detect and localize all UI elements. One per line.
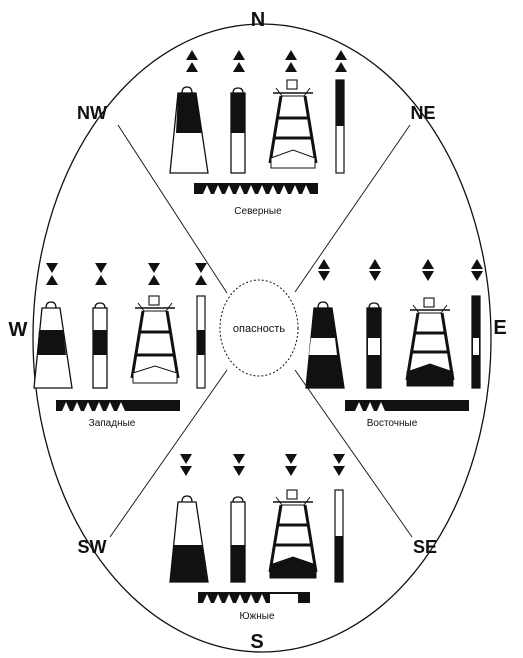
west-topmark-icon xyxy=(195,263,207,285)
danger-label: опасность xyxy=(233,323,285,335)
north-spar-buoy-icon xyxy=(230,87,246,174)
compass-sw: SW xyxy=(78,537,107,557)
south-topmark-icon xyxy=(233,454,245,476)
north-topmark-icon xyxy=(186,50,198,72)
east-label: Восточные xyxy=(367,418,418,429)
east-pole-icon xyxy=(471,295,481,389)
west-light-rhythm xyxy=(56,400,180,411)
east-topmark-icon xyxy=(471,259,483,281)
east-topmark-icon xyxy=(318,259,330,281)
compass-se: SE xyxy=(413,537,437,557)
west-spar-buoy-icon xyxy=(92,302,108,389)
west-topmark-icon xyxy=(148,263,160,285)
divider-ne xyxy=(294,124,411,293)
outer-ellipse xyxy=(32,23,492,653)
south-pole-icon xyxy=(334,489,344,583)
south-lattice-beacon-icon xyxy=(268,489,318,579)
east-topmark-icon xyxy=(369,259,381,281)
north-lattice-beacon-icon xyxy=(268,79,318,169)
west-pole-icon xyxy=(196,295,206,389)
east-topmark-icon xyxy=(422,259,434,281)
divider-se xyxy=(294,369,413,538)
compass-nw: NW xyxy=(77,103,107,123)
west-lattice-beacon-icon xyxy=(130,295,180,384)
east-group: Восточные xyxy=(305,259,483,429)
north-conical-buoy-icon xyxy=(169,86,209,174)
west-topmark-icon xyxy=(95,263,107,285)
east-light-rhythm xyxy=(345,400,469,411)
south-light-rhythm xyxy=(198,592,310,603)
south-group: Южные xyxy=(169,454,345,622)
compass-s: S xyxy=(250,631,263,653)
south-spar-buoy-icon xyxy=(230,496,246,583)
east-spar-buoy-icon xyxy=(366,302,382,389)
west-group: Западные xyxy=(33,263,207,429)
north-topmark-icon xyxy=(285,50,297,72)
north-topmark-icon xyxy=(233,50,245,72)
compass-w: W xyxy=(9,319,28,341)
north-light-rhythm xyxy=(194,183,318,194)
east-conical-buoy-icon xyxy=(305,301,345,389)
west-topmark-icon xyxy=(46,263,58,285)
north-pole-icon xyxy=(335,79,345,174)
north-group: Северные xyxy=(169,50,347,217)
south-label: Южные xyxy=(239,611,275,622)
compass-n: N xyxy=(251,9,265,31)
south-conical-buoy-icon xyxy=(169,495,209,583)
compass-ne: NE xyxy=(410,103,435,123)
north-topmark-icon xyxy=(335,50,347,72)
north-label: Северные xyxy=(234,206,282,217)
south-topmark-icon xyxy=(180,454,192,476)
divider-nw xyxy=(117,124,228,294)
compass-e: E xyxy=(493,317,506,339)
danger-zone xyxy=(219,279,299,377)
west-conical-buoy-icon xyxy=(33,301,73,389)
east-lattice-beacon-icon xyxy=(405,297,455,387)
south-topmark-icon xyxy=(285,454,297,476)
divider-sw xyxy=(109,369,228,538)
south-topmark-icon xyxy=(333,454,345,476)
west-label: Западные xyxy=(89,418,136,429)
